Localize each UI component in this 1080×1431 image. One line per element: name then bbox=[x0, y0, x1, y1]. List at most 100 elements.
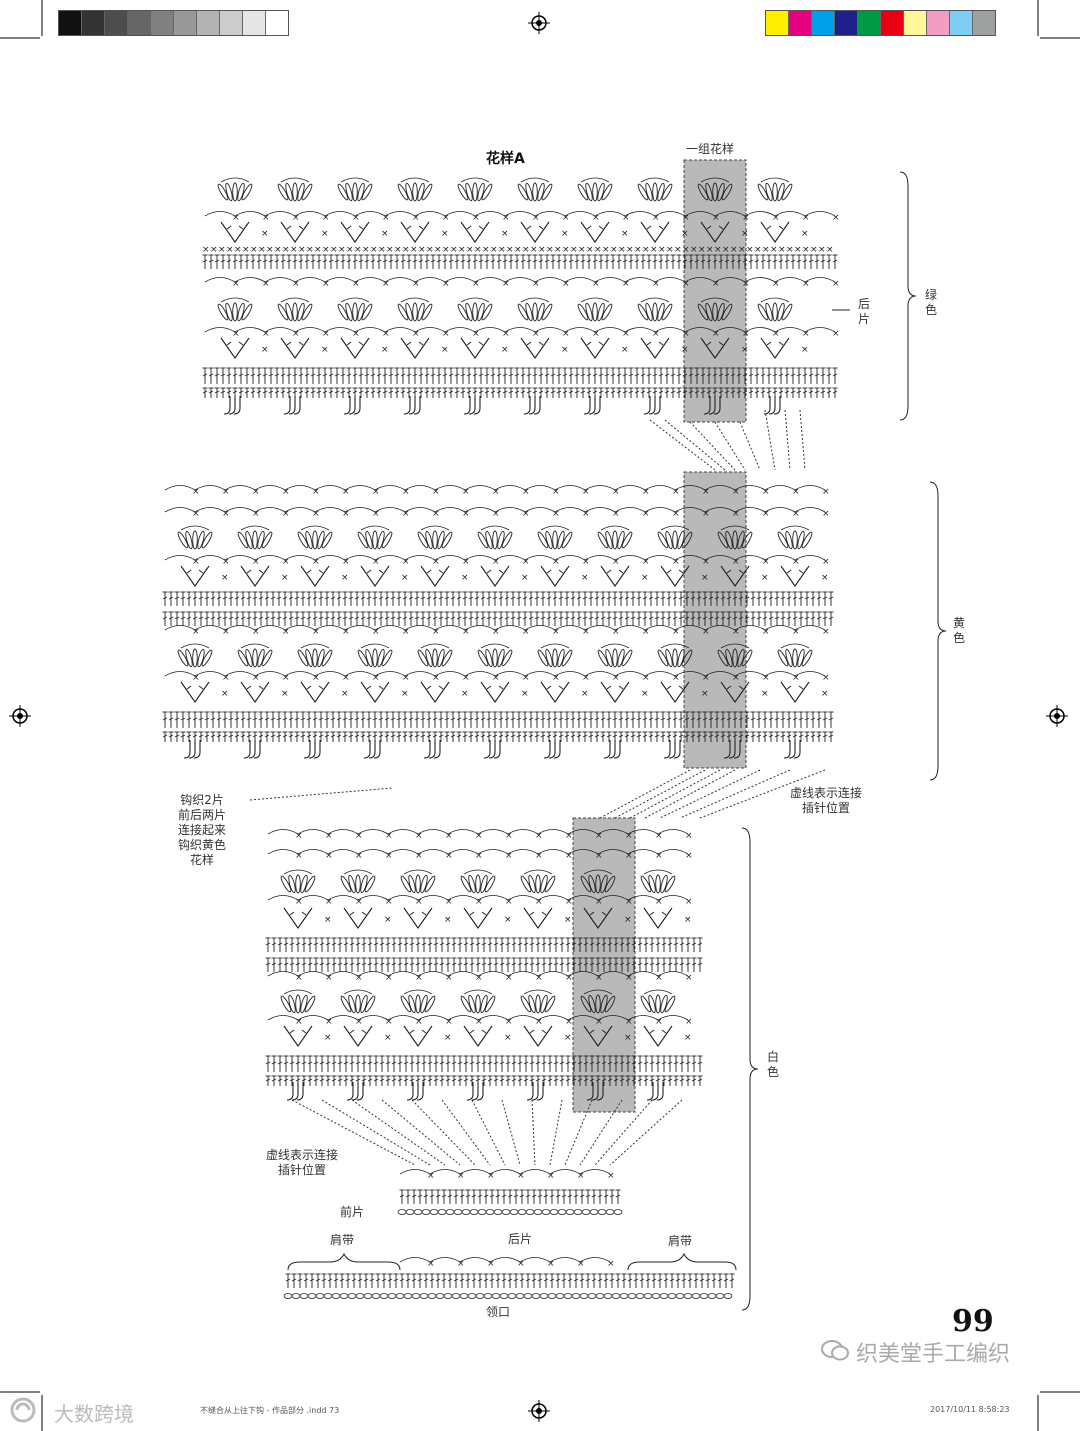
svg-text:×: × bbox=[281, 573, 289, 583]
svg-text:×: × bbox=[324, 1033, 332, 1043]
svg-text:×: × bbox=[324, 915, 332, 925]
shoulder-left-label: 肩带 bbox=[330, 1233, 354, 1248]
white-panel: ××××××××××××××××××××××××××××××××××××××××… bbox=[266, 830, 703, 1101]
svg-text:×: × bbox=[786, 245, 794, 255]
svg-text:×: × bbox=[658, 245, 666, 255]
svg-text:×: × bbox=[570, 245, 578, 255]
svg-text:×: × bbox=[506, 245, 514, 255]
dashed-note-right: 虚线表示连接 插针位置 bbox=[790, 786, 862, 816]
svg-text:×: × bbox=[602, 245, 610, 255]
svg-text:×: × bbox=[685, 897, 693, 907]
connection-line bbox=[650, 420, 715, 470]
svg-text:×: × bbox=[618, 245, 626, 255]
connection-line bbox=[630, 770, 720, 818]
svg-text:×: × bbox=[498, 245, 506, 255]
svg-text:×: × bbox=[730, 245, 738, 255]
svg-text:×: × bbox=[426, 245, 434, 255]
svg-text:×: × bbox=[778, 245, 786, 255]
svg-text:×: × bbox=[826, 245, 834, 255]
svg-text:×: × bbox=[578, 245, 586, 255]
svg-text:×: × bbox=[461, 689, 469, 699]
svg-text:×: × bbox=[402, 245, 410, 255]
svg-text:×: × bbox=[362, 245, 370, 255]
pattern-title: 花样A bbox=[486, 148, 525, 168]
svg-text:×: × bbox=[314, 245, 322, 255]
svg-text:×: × bbox=[384, 1033, 392, 1043]
svg-text:×: × bbox=[666, 245, 674, 255]
svg-text:×: × bbox=[218, 245, 226, 255]
svg-text:×: × bbox=[641, 573, 649, 583]
svg-text:×: × bbox=[621, 345, 629, 355]
brace-yellow bbox=[930, 482, 946, 780]
svg-text:×: × bbox=[242, 245, 250, 255]
svg-text:×: × bbox=[522, 245, 530, 255]
svg-text:×: × bbox=[822, 509, 830, 519]
shoulder-right-label: 肩带 bbox=[668, 1234, 692, 1249]
svg-text:×: × bbox=[770, 245, 778, 255]
svg-text:×: × bbox=[338, 245, 346, 255]
svg-text:×: × bbox=[441, 345, 449, 355]
left-note: 钩织2片 前后两片 连接起来 钩织黄色 花样 bbox=[178, 793, 226, 868]
svg-text:×: × bbox=[586, 245, 594, 255]
svg-text:×: × bbox=[458, 245, 466, 255]
svg-text:×: × bbox=[581, 573, 589, 583]
svg-text:×: × bbox=[561, 345, 569, 355]
svg-text:×: × bbox=[521, 689, 529, 699]
svg-text:×: × bbox=[802, 245, 810, 255]
svg-text:×: × bbox=[701, 573, 709, 583]
svg-text:×: × bbox=[684, 915, 692, 925]
dashed-note-bottom: 虚线表示连接 插针位置 bbox=[266, 1148, 338, 1178]
svg-text:×: × bbox=[562, 245, 570, 255]
svg-text:×: × bbox=[281, 689, 289, 699]
svg-text:×: × bbox=[722, 245, 730, 255]
svg-text:×: × bbox=[801, 229, 809, 239]
brace-green bbox=[900, 172, 916, 420]
connection-line bbox=[615, 770, 705, 818]
svg-text:×: × bbox=[607, 1171, 615, 1181]
svg-text:×: × bbox=[444, 915, 452, 925]
svg-text:×: × bbox=[685, 851, 693, 861]
svg-text:×: × bbox=[754, 245, 762, 255]
svg-text:×: × bbox=[624, 915, 632, 925]
svg-text:×: × bbox=[822, 627, 830, 637]
svg-text:×: × bbox=[306, 245, 314, 255]
svg-text:×: × bbox=[801, 345, 809, 355]
svg-text:×: × bbox=[821, 689, 829, 699]
svg-text:×: × bbox=[624, 1033, 632, 1043]
svg-text:×: × bbox=[282, 245, 290, 255]
svg-text:×: × bbox=[202, 245, 210, 255]
svg-text:×: × bbox=[650, 245, 658, 255]
svg-text:×: × bbox=[444, 1033, 452, 1043]
green-color-label: 绿色 bbox=[924, 288, 938, 318]
note-pointer-line bbox=[250, 788, 392, 800]
connection-line bbox=[660, 770, 760, 818]
svg-text:×: × bbox=[832, 279, 840, 289]
svg-text:×: × bbox=[346, 245, 354, 255]
back-label: 后片 bbox=[508, 1232, 532, 1247]
connection-line bbox=[680, 770, 790, 818]
svg-text:×: × bbox=[381, 229, 389, 239]
svg-text:×: × bbox=[418, 245, 426, 255]
svg-text:×: × bbox=[482, 245, 490, 255]
connection-line bbox=[715, 422, 745, 470]
svg-text:×: × bbox=[210, 245, 218, 255]
svg-text:×: × bbox=[681, 229, 689, 239]
svg-text:×: × bbox=[434, 245, 442, 255]
svg-text:×: × bbox=[561, 229, 569, 239]
repeat-label: 一组花样 bbox=[686, 142, 734, 157]
page-number: 99 bbox=[952, 1304, 994, 1339]
connection-line bbox=[352, 1100, 445, 1165]
svg-text:×: × bbox=[832, 329, 840, 339]
neck-label: 领口 bbox=[486, 1305, 510, 1320]
svg-text:×: × bbox=[514, 245, 522, 255]
svg-text:×: × bbox=[822, 673, 830, 683]
svg-text:×: × bbox=[490, 245, 498, 255]
svg-text:×: × bbox=[698, 245, 706, 255]
svg-text:×: × bbox=[794, 245, 802, 255]
white-color-label: 白色 bbox=[766, 1050, 780, 1080]
svg-text:×: × bbox=[610, 245, 618, 255]
svg-text:×: × bbox=[682, 245, 690, 255]
svg-text:×: × bbox=[832, 213, 840, 223]
svg-text:×: × bbox=[501, 345, 509, 355]
